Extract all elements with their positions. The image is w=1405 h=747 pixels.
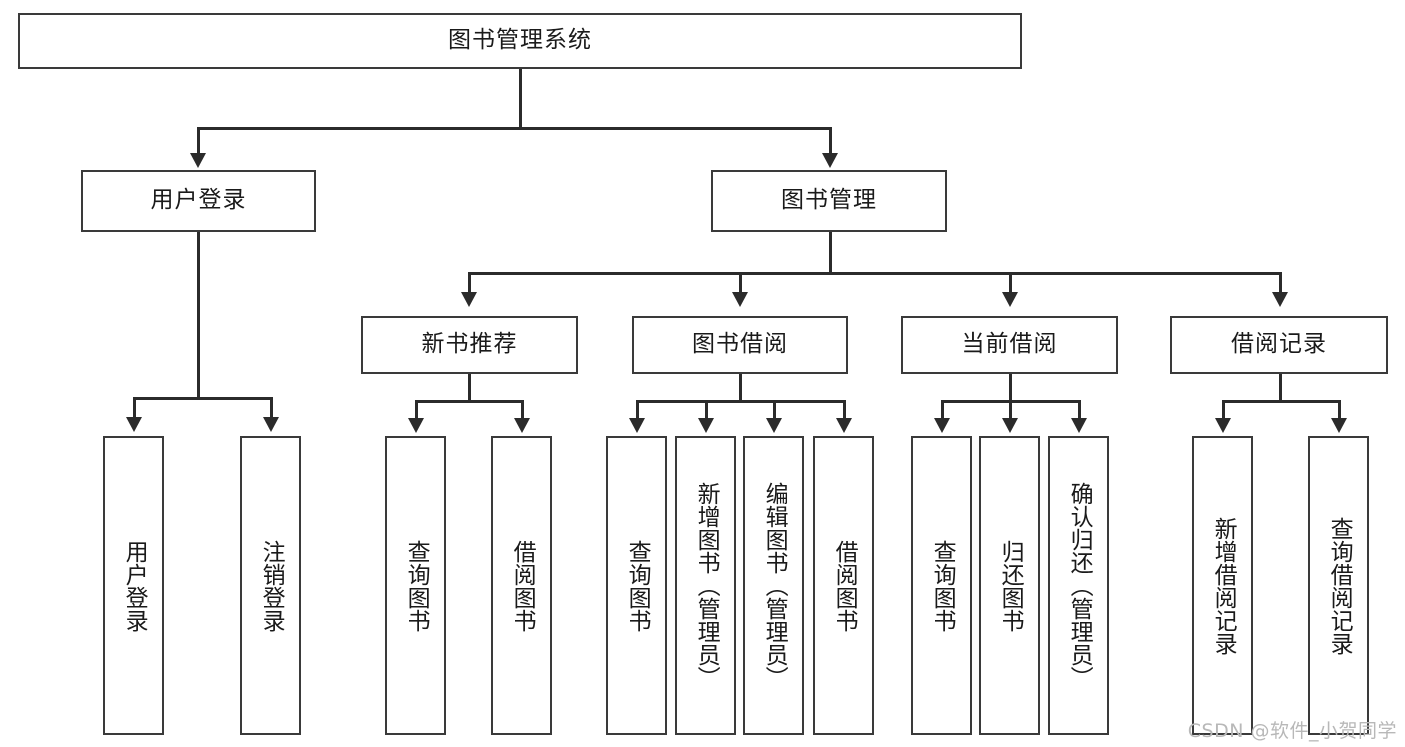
arrow-book-mgmt-to-borrow <box>732 292 748 307</box>
arrow-borrow-to-leaf-4 <box>836 418 852 433</box>
connector-user-login-stem <box>197 232 200 399</box>
arrow-record-to-leaf-1 <box>1215 418 1231 433</box>
node-label: 图书借阅 <box>692 331 788 358</box>
node-label: 借阅图书 <box>831 539 858 632</box>
arrow-new-book-to-leaf-2 <box>514 418 530 433</box>
connector-borrow-bus <box>636 400 843 403</box>
connector-record-bus <box>1222 400 1338 403</box>
leaf-record-query[interactable]: 查询借阅记录 <box>1308 436 1369 735</box>
node-label: 借阅记录 <box>1231 331 1327 358</box>
leaf-user-login[interactable]: 用户登录 <box>103 436 164 735</box>
arrow-record-to-leaf-2 <box>1331 418 1347 433</box>
connector-current-stem <box>1009 374 1012 402</box>
arrow-book-mgmt-to-record <box>1272 292 1288 307</box>
arrow-user-login-to-leaf-2 <box>263 417 279 432</box>
connector-book-mgmt-stem <box>829 232 832 274</box>
connector-current-to-leaf-3 <box>1078 400 1081 420</box>
node-label: 新增借阅记录 <box>1210 516 1237 655</box>
connector-book-mgmt-to-new-book <box>468 272 471 294</box>
connector-user-login-bus <box>133 397 270 400</box>
node-book-management[interactable]: 图书管理 <box>711 170 947 232</box>
node-new-book-recommend[interactable]: 新书推荐 <box>361 316 578 374</box>
node-root-system[interactable]: 图书管理系统 <box>18 13 1022 69</box>
arrow-book-mgmt-to-new-book <box>461 292 477 307</box>
node-label: 确认归还（管理员） <box>1066 482 1093 689</box>
arrow-new-book-to-leaf-1 <box>408 418 424 433</box>
leaf-current-query-book[interactable]: 查询图书 <box>911 436 972 735</box>
node-label: 查询图书 <box>929 539 956 632</box>
arrow-borrow-to-leaf-3 <box>766 418 782 433</box>
arrow-user-login-to-leaf-1 <box>126 417 142 432</box>
arrow-current-to-leaf-2 <box>1002 418 1018 433</box>
arrow-current-to-leaf-1 <box>934 418 950 433</box>
connector-user-login-to-leaf-1 <box>133 397 136 419</box>
node-label: 编辑图书（管理员） <box>761 482 788 689</box>
connector-root-to-book-mgmt <box>829 127 832 155</box>
connector-book-mgmt-to-current <box>1009 272 1012 294</box>
connector-new-book-to-leaf-1 <box>415 400 418 420</box>
connector-book-mgmt-to-borrow <box>739 272 742 294</box>
connector-book-mgmt-to-record <box>1279 272 1282 294</box>
connector-user-login-to-leaf-2 <box>270 397 273 419</box>
node-label: 图书管理 <box>781 187 877 214</box>
connector-borrow-to-leaf-4 <box>843 400 846 420</box>
csdn-watermark: CSDN @软件_小贺同学 <box>1187 720 1397 742</box>
arrow-root-to-user-login <box>190 153 206 168</box>
leaf-current-confirm-return-admin[interactable]: 确认归还（管理员） <box>1048 436 1109 735</box>
connector-new-book-to-leaf-2 <box>521 400 524 420</box>
node-label: 用户登录 <box>121 539 148 632</box>
node-label: 查询借阅记录 <box>1326 516 1353 655</box>
node-book-borrow[interactable]: 图书借阅 <box>632 316 848 374</box>
connector-book-mgmt-bus <box>468 272 1279 275</box>
connector-new-book-stem <box>468 374 471 402</box>
node-label: 查询图书 <box>624 539 651 632</box>
node-label: 借阅图书 <box>509 539 536 632</box>
node-current-borrow[interactable]: 当前借阅 <box>901 316 1118 374</box>
leaf-borrow-add-book-admin[interactable]: 新增图书（管理员） <box>675 436 736 735</box>
connector-record-to-leaf-1 <box>1222 400 1225 420</box>
connector-root-bus <box>197 127 831 130</box>
arrow-book-mgmt-to-current <box>1002 292 1018 307</box>
arrow-borrow-to-leaf-1 <box>629 418 645 433</box>
connector-new-book-bus <box>415 400 521 403</box>
connector-record-to-leaf-2 <box>1338 400 1341 420</box>
connector-root-stem <box>519 69 522 129</box>
node-label: 用户登录 <box>150 187 247 214</box>
connector-borrow-stem <box>739 374 742 402</box>
leaf-borrow-borrow-book[interactable]: 借阅图书 <box>813 436 874 735</box>
connector-borrow-to-leaf-1 <box>636 400 639 420</box>
leaf-new-book-query[interactable]: 查询图书 <box>385 436 446 735</box>
connector-root-to-user-login <box>197 127 200 155</box>
leaf-borrow-query-book[interactable]: 查询图书 <box>606 436 667 735</box>
leaf-current-return-book[interactable]: 归还图书 <box>979 436 1040 735</box>
node-borrow-record[interactable]: 借阅记录 <box>1170 316 1388 374</box>
node-label: 当前借阅 <box>961 331 1058 358</box>
connector-current-to-leaf-1 <box>941 400 944 420</box>
node-label: 查询图书 <box>403 539 430 632</box>
node-user-login[interactable]: 用户登录 <box>81 170 316 232</box>
connector-record-stem <box>1279 374 1282 402</box>
connector-borrow-to-leaf-2 <box>705 400 708 420</box>
node-label: 图书管理系统 <box>448 27 592 54</box>
leaf-record-add[interactable]: 新增借阅记录 <box>1192 436 1253 735</box>
arrow-current-to-leaf-3 <box>1071 418 1087 433</box>
node-label: 新增图书（管理员） <box>693 482 720 689</box>
node-label: 归还图书 <box>997 539 1024 632</box>
arrow-root-to-book-mgmt <box>822 153 838 168</box>
connector-current-to-leaf-2 <box>1009 400 1012 420</box>
node-label: 注销登录 <box>258 539 285 632</box>
connector-borrow-to-leaf-3 <box>773 400 776 420</box>
leaf-logout[interactable]: 注销登录 <box>240 436 301 735</box>
leaf-new-book-borrow[interactable]: 借阅图书 <box>491 436 552 735</box>
arrow-borrow-to-leaf-2 <box>698 418 714 433</box>
node-label: 新书推荐 <box>421 331 518 358</box>
leaf-borrow-edit-book-admin[interactable]: 编辑图书（管理员） <box>743 436 804 735</box>
